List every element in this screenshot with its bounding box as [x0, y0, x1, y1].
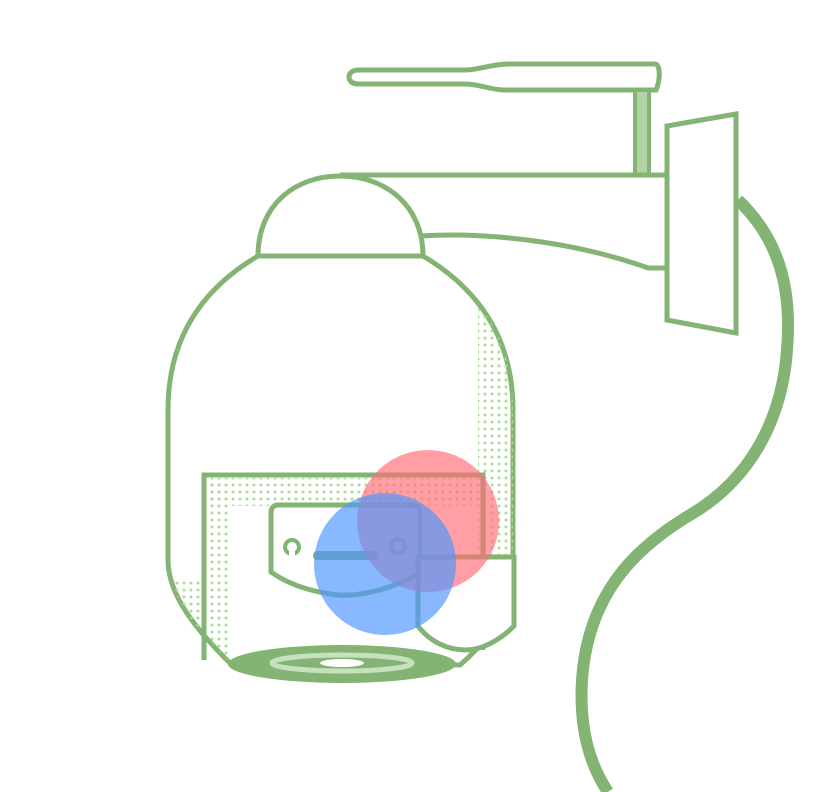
- wall-plate: [664, 111, 739, 337]
- camera-cable: [575, 195, 795, 792]
- lens-ring: [269, 652, 415, 674]
- mount-arm: [340, 172, 673, 271]
- lens-center: [320, 659, 364, 667]
- overlay-group: [314, 450, 499, 635]
- blue-circle: [314, 493, 456, 635]
- sensor-left-icon: [283, 538, 301, 558]
- camera-dome-top: [255, 173, 426, 259]
- antenna-post: [633, 88, 651, 178]
- antenna-bar: [346, 61, 662, 93]
